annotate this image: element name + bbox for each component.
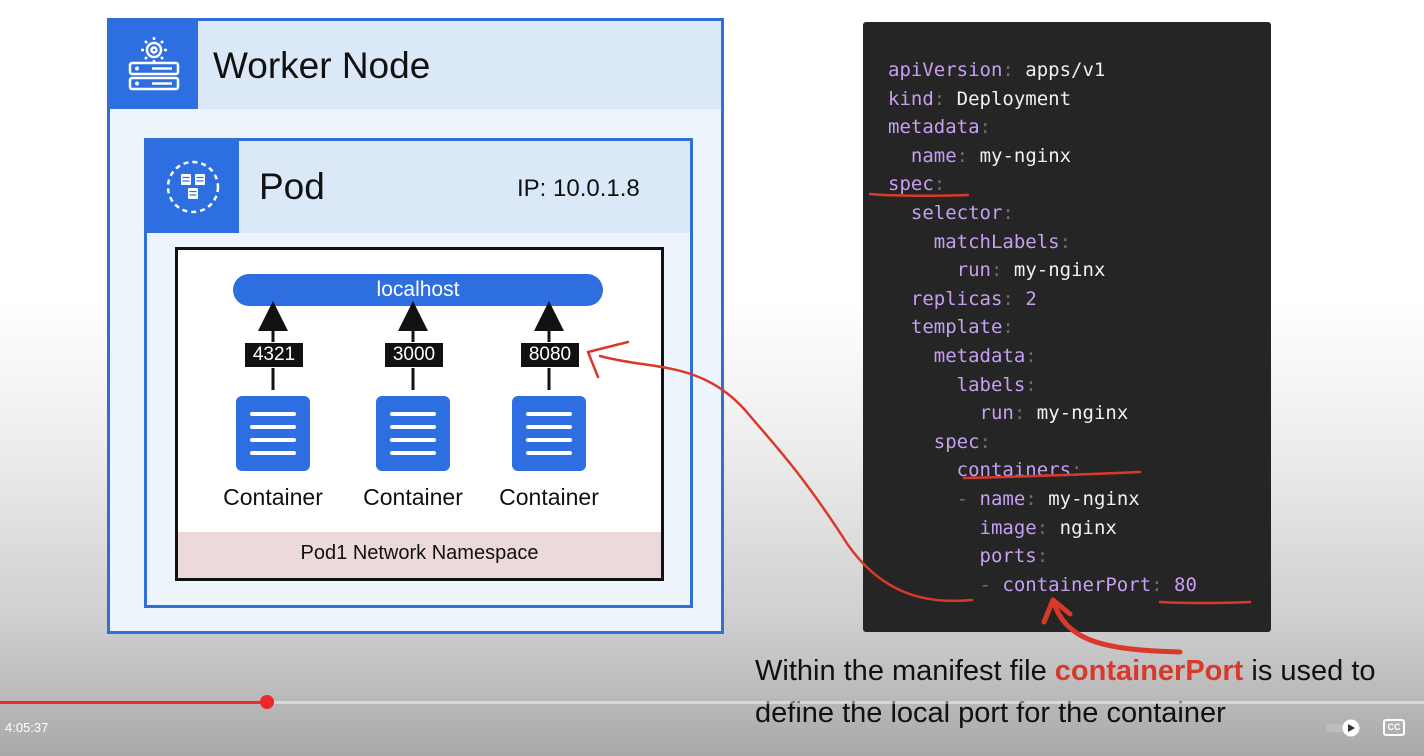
underline-containers: [962, 470, 1142, 480]
pod-box: Pod IP: 10.0.1.8 localhost 4321 3000 808…: [144, 138, 693, 608]
pod-ip: IP: 10.0.1.8: [517, 175, 640, 202]
progress-track[interactable]: [0, 701, 1424, 704]
server-gear-icon: [110, 21, 198, 109]
container-label: Container: [223, 484, 323, 510]
caption-arrow-curve: [1050, 597, 1183, 655]
worker-node-box: Worker Node Pod IP: 10.0.1.8: [107, 18, 724, 634]
progress-fill: [0, 701, 267, 704]
autoplay-toggle-icon[interactable]: [1326, 719, 1362, 737]
caption: Within the manifest file containerPort i…: [755, 655, 1376, 729]
progress-scrubber[interactable]: [260, 695, 274, 709]
underline-port-value: [1158, 600, 1252, 605]
pod-icon: [147, 141, 239, 233]
namespace-footer: [178, 532, 661, 578]
container-icon: [236, 396, 310, 471]
container-label: Container: [499, 484, 599, 510]
worker-node-title: Worker Node: [213, 45, 431, 86]
namespace-label: Pod1 Network Namespace: [300, 542, 539, 564]
caption-highlight: containerPort: [1054, 655, 1244, 687]
port-badge: 8080: [520, 342, 580, 368]
underline-spec: [868, 192, 970, 198]
arrow-curve: [598, 354, 974, 603]
localhost-bar: localhost: [233, 274, 603, 306]
closed-captions-button[interactable]: CC: [1383, 719, 1405, 736]
network-namespace-box: localhost 4321 3000 8080: [175, 247, 664, 581]
manifest-code: apiVersion: apps/v1 kind: Deployment met…: [888, 59, 1197, 596]
container-icon: [376, 396, 450, 471]
port-badge: 4321: [244, 342, 304, 368]
time-display: 4:05:37: [5, 720, 49, 735]
worker-node-header: [110, 21, 721, 109]
caption-arrow-head: [1041, 597, 1073, 625]
port-badge: 3000: [384, 342, 444, 368]
container-label: Container: [363, 484, 463, 510]
arrow-head: [586, 340, 630, 379]
pod-title: Pod: [259, 166, 325, 207]
container-icon: [512, 396, 586, 471]
manifest-code-panel: apiVersion: apps/v1 kind: Deployment met…: [863, 22, 1271, 632]
